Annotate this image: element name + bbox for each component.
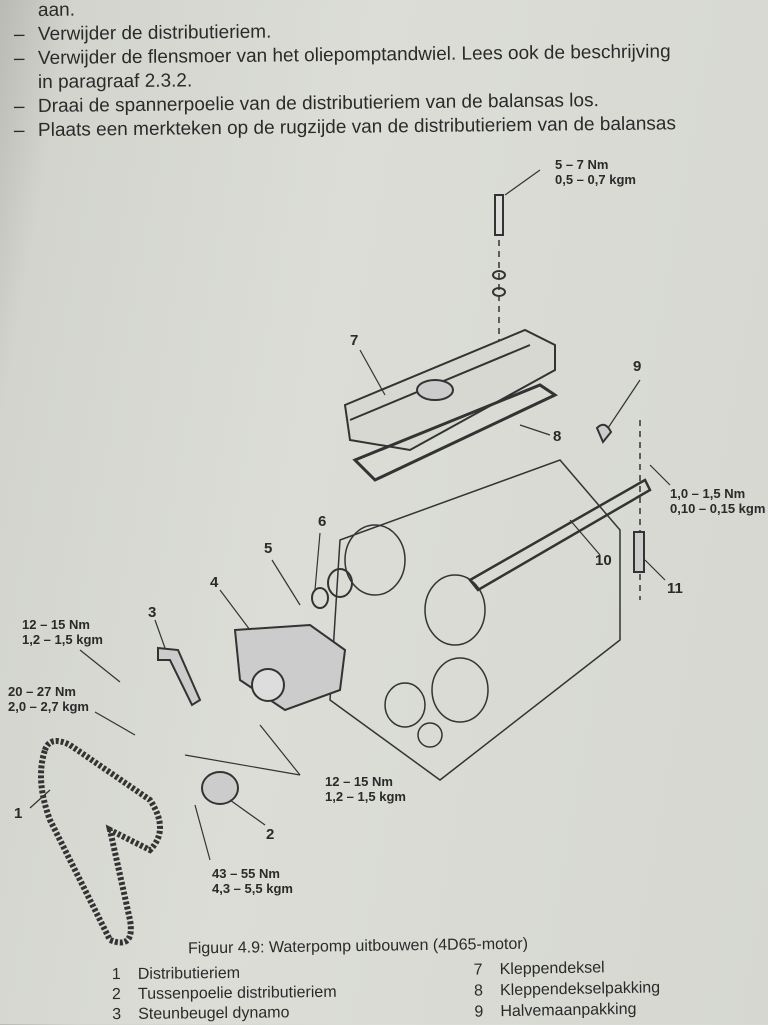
torque-nm: 12 – 15 Nm — [325, 774, 393, 789]
legend-number: 3 — [112, 1006, 122, 1024]
valve-cover — [343, 328, 556, 452]
callout-5: 5 — [264, 540, 273, 557]
legend-item: 1 Distributieriem — [112, 963, 337, 985]
legend-item: 2 Tussenpoelie distributieriem — [112, 983, 337, 1005]
torque-nm: 12 – 15 Nm — [22, 617, 90, 632]
torque-kgm: 2,0 – 2,7 kgm — [8, 699, 89, 714]
idler-pulley — [201, 771, 239, 805]
valve-cover-gasket — [352, 383, 559, 482]
callout-1: 1 — [14, 805, 23, 822]
legend-label: Kleppendekselpakking — [499, 979, 661, 1000]
legend-item: 9 Halvemaanpakking — [474, 998, 660, 1022]
torque-nm: 43 – 55 Nm — [212, 866, 280, 881]
callout-6: 6 — [318, 513, 327, 530]
timing-belt — [38, 738, 163, 946]
callout-7: 7 — [350, 332, 359, 349]
half-moon-seal — [595, 423, 613, 444]
callout-3: 3 — [148, 604, 157, 621]
bolt-and-washers — [492, 194, 506, 340]
legend-right: 7 Kleppendeksel 8 Kleppendekselpakking 9 Ha… — [473, 956, 660, 1022]
torque-kgm: 4,3 – 5,5 kgm — [212, 881, 293, 896]
torque-kgm: 1,2 – 1,5 kgm — [22, 632, 103, 647]
callout-11: 11 — [667, 580, 683, 597]
torque-kgm: 1,2 – 1,5 kgm — [325, 789, 406, 804]
torque-kgm: 0,5 – 0,7 kgm — [555, 172, 636, 187]
legend-number: 8 — [473, 982, 484, 1000]
callout-2: 2 — [266, 826, 275, 843]
legend-label: Halvemaanpakking — [500, 1000, 637, 1021]
legend-item: 3 Steunbeugel dynamo — [112, 1003, 337, 1025]
water-pump — [233, 568, 353, 712]
torque-kgm: 0,10 – 0,15 kgm — [670, 501, 766, 516]
callout-8: 8 — [553, 428, 562, 445]
engine-block — [329, 459, 621, 781]
torque-nm: 20 – 27 Nm — [8, 684, 76, 699]
torque-nm: 1,0 – 1,5 Nm — [670, 486, 746, 501]
callout-10: 10 — [595, 552, 612, 569]
legend-label: Kleppendeksel — [499, 959, 605, 979]
legend-number: 9 — [474, 1003, 484, 1021]
legend-number: 7 — [473, 961, 483, 979]
leader-lines — [29, 169, 671, 861]
callout-4: 4 — [210, 574, 219, 591]
legend-label: Steunbeugel dynamo — [138, 1004, 290, 1023]
glow-plug-plate — [468, 478, 652, 592]
callout-9: 9 — [633, 358, 642, 375]
glow-plug-parts — [633, 420, 645, 600]
legend-label: Tussenpoelie distributieriem — [137, 983, 337, 1003]
legend-number: 1 — [111, 966, 121, 984]
legend-left: 1 Distributieriem 2 Tussenpoelie distribut… — [112, 963, 337, 1025]
legend-number: 2 — [111, 986, 121, 1004]
legend-label: Distributieriem — [137, 964, 241, 983]
alternator-bracket — [157, 646, 202, 707]
torque-nm: 5 – 7 Nm — [555, 157, 609, 172]
